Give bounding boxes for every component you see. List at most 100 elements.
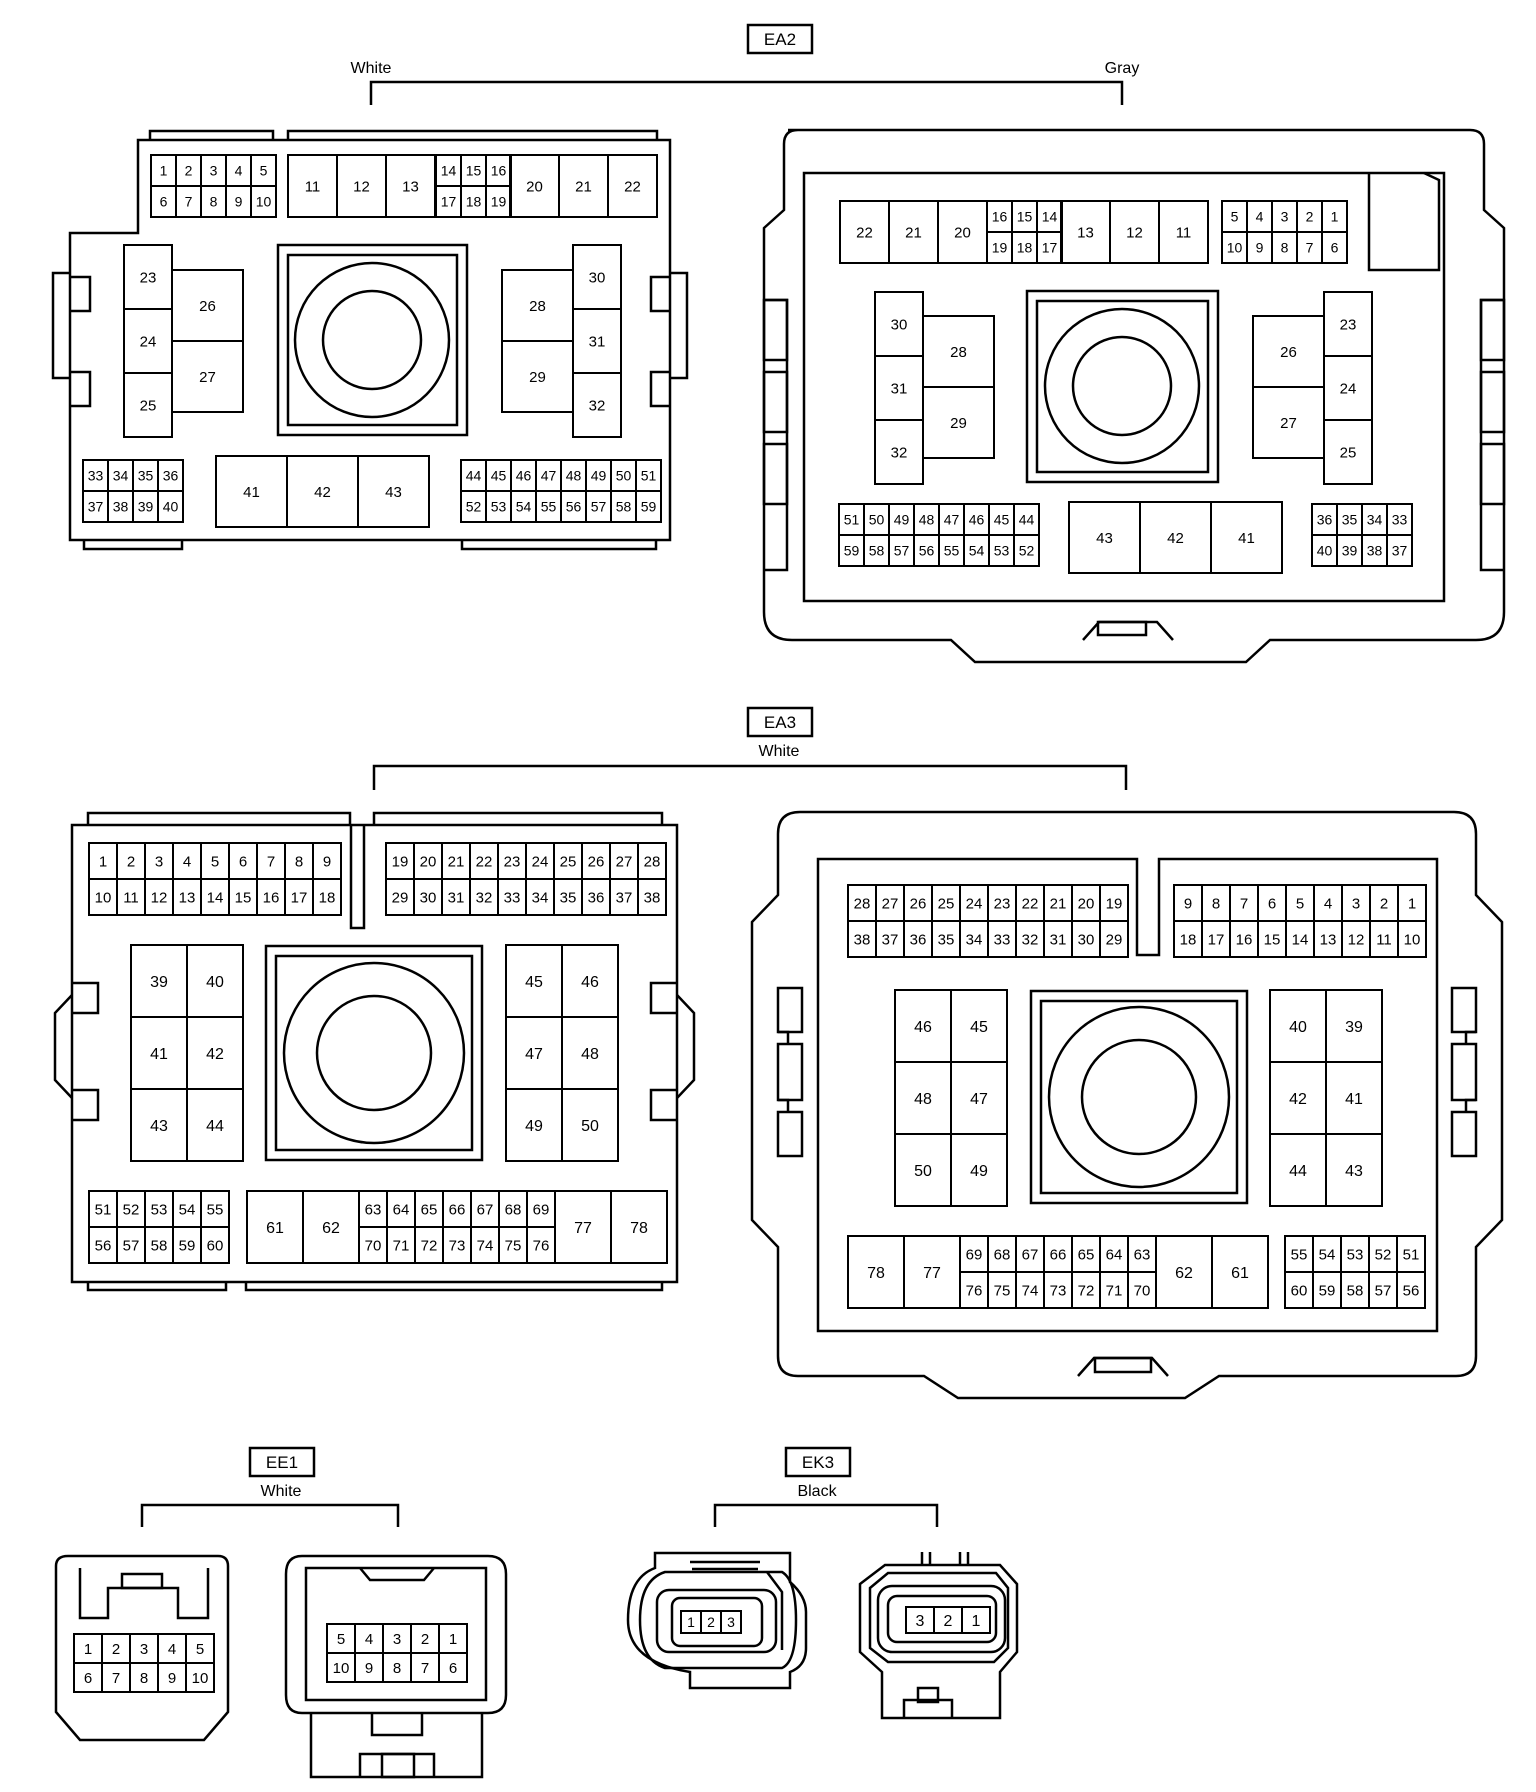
pin-number: 40	[163, 499, 179, 515]
pin-number: 60	[207, 1237, 224, 1254]
pin-number: 4	[183, 853, 191, 870]
pin-number: 21	[1050, 895, 1067, 912]
pin-number: 15	[466, 163, 482, 179]
pin-number: 50	[914, 1163, 932, 1180]
pin-number: 4	[365, 1631, 373, 1648]
pin-number: 37	[1392, 543, 1408, 559]
pin-number: 57	[591, 499, 607, 515]
pin-number: 52	[123, 1201, 140, 1218]
pin-cell	[610, 1190, 668, 1264]
pin-number: 58	[1347, 1282, 1364, 1299]
ea3-label-box	[746, 706, 814, 738]
pin-cell	[250, 185, 277, 218]
pin-number: 22	[1022, 895, 1039, 912]
pin-number: 8	[1281, 240, 1289, 256]
pin-number: 45	[970, 1019, 988, 1036]
pin-number: 63	[365, 1201, 382, 1218]
ek3-color: Black	[797, 1483, 837, 1500]
pin-number: 56	[95, 1237, 112, 1254]
pin-number: 4	[168, 1641, 176, 1658]
pin-number: 73	[1050, 1282, 1067, 1299]
pin-number: 5	[1231, 209, 1239, 225]
pin-number: 1	[972, 1613, 981, 1630]
pin-cell	[561, 1088, 619, 1162]
pin-number: 68	[994, 1246, 1011, 1263]
pin-number: 56	[919, 543, 935, 559]
pin-number: 43	[1096, 530, 1113, 547]
pin-number: 57	[123, 1237, 140, 1254]
pin-number: 48	[919, 512, 935, 528]
pin-number: 8	[1212, 895, 1220, 912]
pin-number: 59	[844, 543, 860, 559]
pin-cell	[357, 455, 430, 528]
pin-cell	[1396, 1271, 1426, 1309]
pin-number: 61	[1231, 1265, 1249, 1282]
pin-number: 26	[588, 853, 605, 870]
pin-number: 8	[295, 853, 303, 870]
pin-number: 10	[256, 194, 272, 210]
pin-number: 11	[305, 178, 321, 195]
pin-number: 12	[1126, 224, 1143, 241]
pin-number: 38	[854, 931, 871, 948]
ea3-female-outline	[53, 811, 696, 1292]
pin-number: 15	[1017, 209, 1033, 225]
pin-number: 2	[185, 163, 193, 179]
pin-number: 64	[1106, 1246, 1123, 1263]
pin-number: 5	[211, 853, 219, 870]
pin-number: 55	[541, 499, 557, 515]
pin-number: 41	[150, 1046, 168, 1063]
pin-cell	[1386, 534, 1413, 567]
pin-number: 40	[1289, 1019, 1307, 1036]
pin-number: 30	[891, 316, 908, 333]
pin-number: 48	[566, 468, 582, 484]
pin-number: 27	[199, 369, 216, 386]
pin-number: 31	[891, 380, 908, 397]
pin-number: 74	[477, 1237, 494, 1254]
pin-number: 75	[505, 1237, 522, 1254]
ea3-color: White	[759, 743, 800, 760]
pin-number: 2	[1306, 209, 1314, 225]
pin-number: 3	[155, 853, 163, 870]
pin-cell	[157, 490, 184, 523]
pin-cell	[922, 386, 995, 459]
pin-number: 31	[448, 889, 465, 906]
pin-number: 42	[1167, 530, 1184, 547]
pin-number: 37	[882, 931, 899, 948]
pin-number: 47	[970, 1091, 988, 1108]
pin-cell	[607, 154, 658, 218]
ek3-bracket	[713, 1503, 939, 1527]
pin-number: 70	[365, 1237, 382, 1254]
pin-number: 73	[449, 1237, 466, 1254]
pin-number: 18	[1180, 931, 1197, 948]
pin-number: 23	[994, 895, 1011, 912]
pin-cell	[186, 1088, 244, 1162]
pin-number: 8	[140, 1670, 148, 1687]
pin-number: 12	[1348, 931, 1365, 948]
pin-number: 32	[476, 889, 493, 906]
pin-number: 25	[560, 853, 577, 870]
pin-number: 65	[421, 1201, 438, 1218]
ea2-left-color: White	[351, 60, 392, 77]
pin-number: 25	[1340, 444, 1357, 461]
pin-number: 2	[707, 1614, 715, 1630]
pin-number: 10	[1227, 240, 1243, 256]
pin-number: 35	[1342, 512, 1358, 528]
pin-cell	[1158, 200, 1209, 264]
pin-number: 13	[1320, 931, 1337, 948]
pin-number: 43	[150, 1118, 168, 1135]
pin-number: 22	[856, 224, 873, 241]
pin-number: 24	[140, 333, 157, 350]
pin-cell	[572, 372, 622, 438]
pin-number: 55	[1291, 1246, 1308, 1263]
pin-number: 38	[644, 889, 661, 906]
pin-number: 10	[192, 1670, 209, 1687]
pin-number: 41	[1345, 1091, 1363, 1108]
pin-number: 31	[1050, 931, 1067, 948]
pin-number: 51	[1403, 1246, 1420, 1263]
pin-number: 38	[1367, 543, 1383, 559]
ek3-female-outline	[626, 1551, 808, 1690]
pin-number: 6	[1268, 895, 1276, 912]
pin-number: 40	[206, 974, 224, 991]
pin-number: 5	[260, 163, 268, 179]
pin-number: 36	[1317, 512, 1333, 528]
